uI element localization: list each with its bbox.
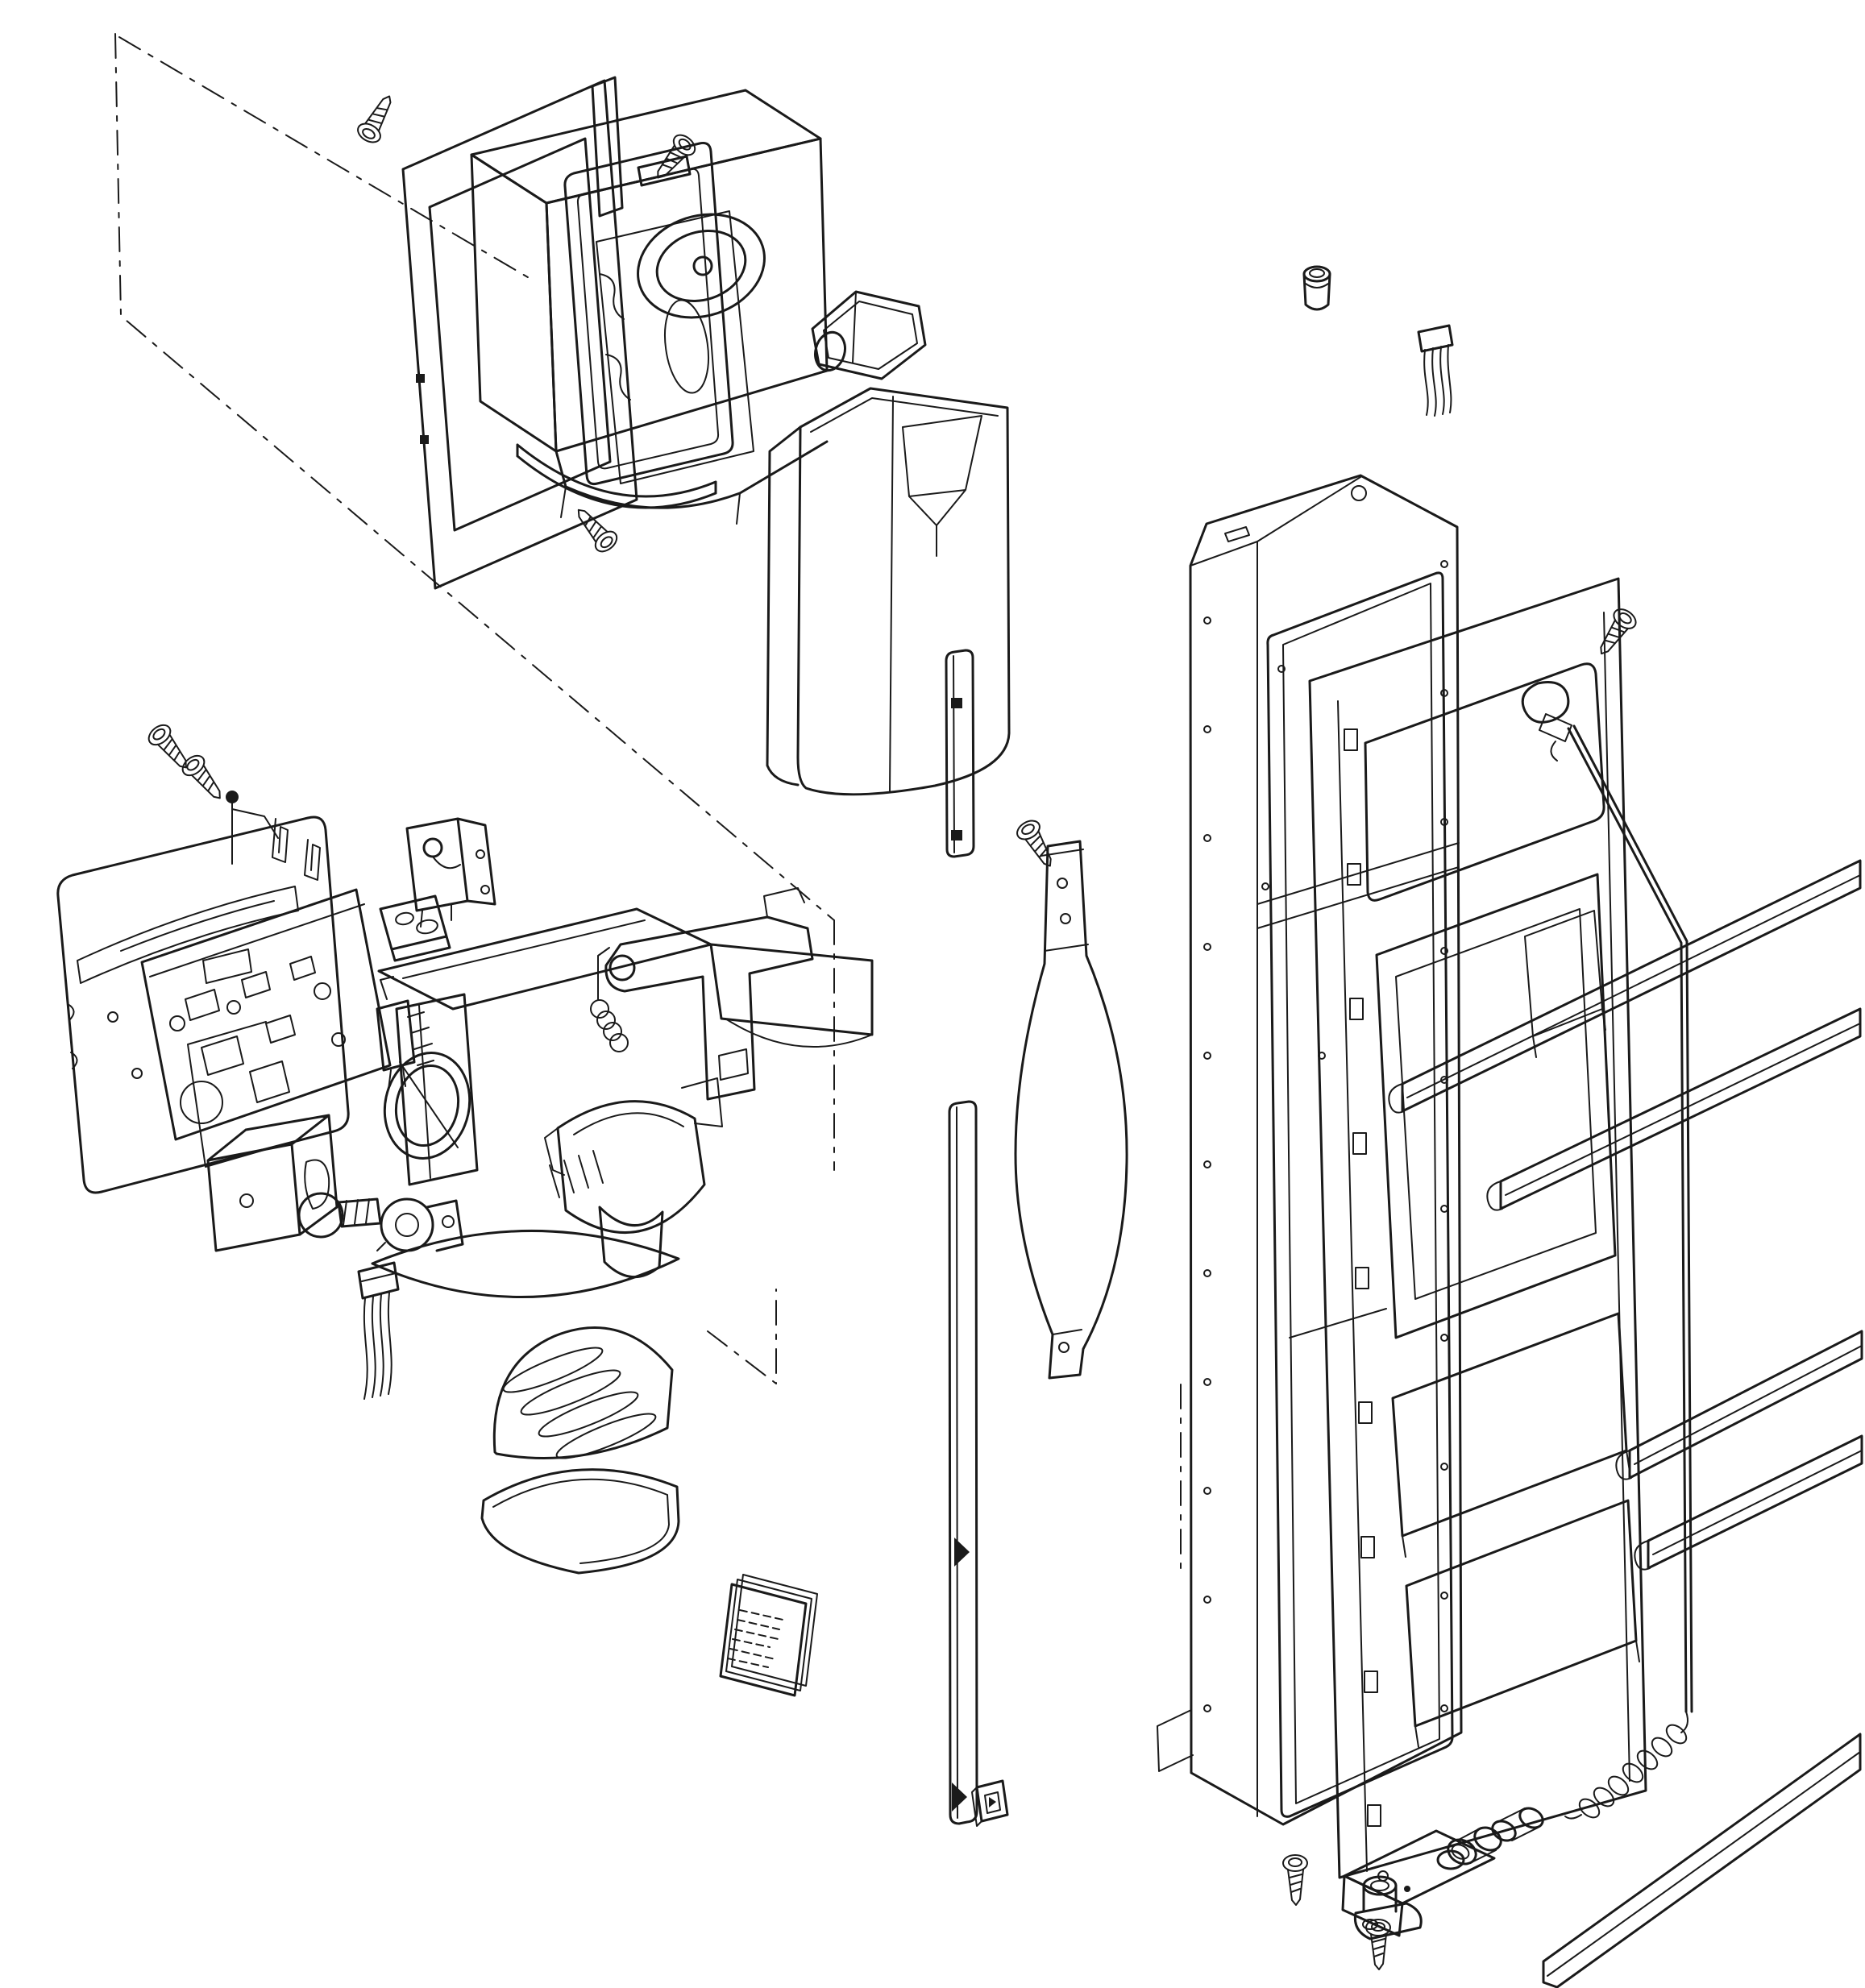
bracket-32 [516, 443, 717, 509]
door-liner-19 [1308, 577, 1647, 1879]
bulb-socket-61 [376, 1197, 464, 1252]
lamp-box-57 [206, 1114, 339, 1252]
fill-tube-pin-74 [226, 791, 279, 865]
door-gasket-14 [1266, 571, 1454, 1818]
screw-181-left [1282, 1854, 1308, 1906]
chute-cup-73 [811, 290, 927, 380]
spring-63 [590, 947, 629, 1052]
light-bulb-56 [297, 1192, 382, 1239]
water-tube-75 [1521, 681, 1693, 1713]
trim-strip-6 [945, 649, 975, 858]
clip-47 [272, 818, 289, 863]
icemaker-mounting-frame-11 [401, 76, 638, 590]
wire-harness-29 [1417, 324, 1454, 417]
drip-tray-37 [480, 1468, 680, 1575]
shelf-bar-23-upper [1388, 859, 1862, 1114]
shelf-bar-21-lower [1634, 1434, 1863, 1571]
clip-5 [971, 1779, 1009, 1827]
dispenser-panel-91 [56, 816, 350, 1194]
tube-coupling-80 [1447, 1807, 1544, 1866]
drip-grille-31 [492, 1326, 674, 1460]
dispenser-funnel-69 [544, 1077, 723, 1278]
tube-coil-76 [1564, 1711, 1688, 1820]
screw-151 [1589, 604, 1641, 662]
wire-ribbon-34 [357, 1261, 400, 1400]
hinge-bearing-16 [1353, 1875, 1423, 1940]
switch-72 [376, 976, 416, 1090]
trim-strip-121 [948, 1100, 978, 1825]
heater-plate [596, 210, 754, 484]
icemaker-body [470, 89, 829, 525]
dispenser-housing-58 [187, 907, 874, 1299]
trim-ring-62 [383, 1052, 471, 1160]
door-shell-900 [1157, 474, 1463, 1826]
control-board-90 [140, 888, 392, 1141]
shelf-bar-23-lower [1486, 1007, 1862, 1211]
bracket-45 [379, 894, 451, 962]
bottom-trim-21 [1542, 1733, 1862, 1988]
door-handle-7 [1014, 840, 1128, 1380]
actuator-arm-67 [604, 887, 814, 1101]
solenoid-36 [405, 817, 496, 928]
exploded-view-boundary [114, 33, 1182, 1576]
screw-134 [178, 750, 230, 807]
screw-148 [354, 89, 401, 147]
clip-46 [304, 839, 321, 881]
tube-cap-914 [1302, 265, 1331, 311]
ice-bucket-54 [766, 387, 1011, 796]
instruction-sheet-1 [719, 1574, 818, 1697]
shelf-bar-21-upper [1615, 1330, 1863, 1480]
icemaker-gasket-33 [563, 142, 734, 485]
